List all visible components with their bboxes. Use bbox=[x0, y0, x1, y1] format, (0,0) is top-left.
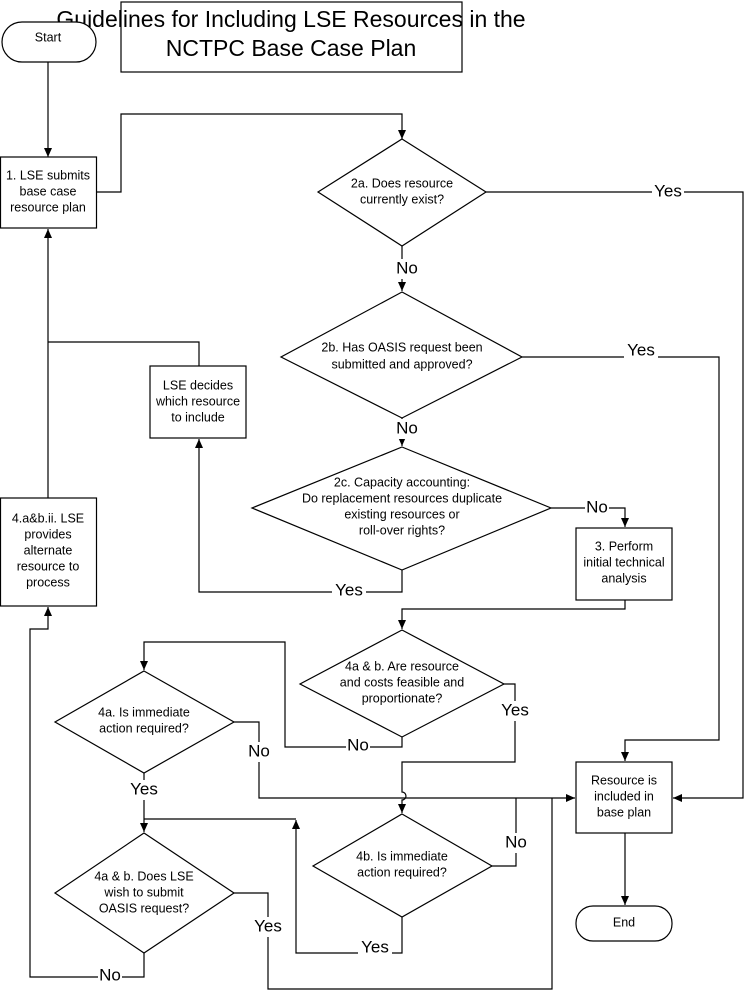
end-label: End bbox=[613, 915, 635, 929]
node-text: action required? bbox=[357, 865, 447, 879]
node-text: alternate bbox=[24, 543, 73, 557]
node-text: 4b. Is immediate bbox=[356, 849, 448, 863]
label-q4ab-oasis-no: No bbox=[99, 965, 121, 984]
node-lse-decides: LSE decides which resource to include bbox=[149, 365, 247, 439]
node-text: to include bbox=[171, 410, 225, 424]
label-q2b-yes: Yes bbox=[627, 340, 655, 359]
label-q4ab-no: No bbox=[347, 735, 369, 754]
label-q4b-no: No bbox=[505, 832, 527, 851]
label-q4b-yes: Yes bbox=[361, 937, 389, 956]
node-text: base plan bbox=[597, 805, 651, 819]
start-label: Start bbox=[35, 30, 62, 44]
label-q4a-no: No bbox=[248, 741, 270, 760]
node-text: 4a & b. Are resource bbox=[345, 659, 459, 673]
node-text: proportionate? bbox=[362, 691, 443, 705]
node-text: 2a. Does resource bbox=[351, 176, 453, 190]
node-text: Do replacement resources duplicate bbox=[302, 491, 502, 505]
edge-q2a-yes bbox=[486, 191, 744, 802]
node-text: analysis bbox=[601, 571, 646, 585]
edge-q2c-yes bbox=[195, 439, 403, 593]
node-text: wish to submit bbox=[103, 885, 184, 899]
node-text: resource to bbox=[17, 559, 80, 573]
node-text: OASIS request? bbox=[99, 901, 189, 915]
edge-q2c-no bbox=[551, 507, 629, 527]
node-text: provides bbox=[24, 527, 71, 541]
node-q2a: 2a. Does resource currently exist? bbox=[316, 138, 488, 247]
node-text: 2c. Capacity accounting: bbox=[334, 475, 470, 489]
node-text: resource plan bbox=[10, 200, 86, 214]
node-text: 4.a&b.ii. LSE bbox=[12, 511, 84, 525]
node-q4ab: 4a & b. Are resource and costs feasible … bbox=[298, 629, 506, 738]
node-text: 2b. Has OASIS request been bbox=[321, 340, 482, 354]
node-text: 4a. Is immediate bbox=[98, 705, 190, 719]
edge-q4b-yes bbox=[292, 820, 403, 954]
label-q4a-yes: Yes bbox=[130, 779, 158, 798]
node-q2c: 2c. Capacity accounting: Do replacement … bbox=[250, 446, 553, 571]
node-text: submitted and approved? bbox=[331, 357, 472, 371]
node-q4b: 4b. Is immediate action required? bbox=[311, 813, 494, 918]
node-step1: 1. LSE submits base case resource plan bbox=[0, 156, 98, 229]
edge-q4ab-yes bbox=[398, 683, 516, 813]
node-text: 1. LSE submits bbox=[6, 168, 90, 182]
edge-step3-q4ab bbox=[398, 600, 626, 629]
title-line-1: Guidelines for Including LSE Resources i… bbox=[56, 6, 525, 32]
label-q4ab-oasis-yes: Yes bbox=[254, 916, 282, 935]
node-text: 3. Perform bbox=[595, 539, 653, 553]
node-q4a: 4a. Is immediate action required? bbox=[53, 670, 236, 774]
node-q4ab-oasis: 4a & b. Does LSE wish to submit OASIS re… bbox=[53, 832, 236, 954]
label-q4ab-yes: Yes bbox=[501, 700, 529, 719]
node-q2b: 2b. Has OASIS request been submitted and… bbox=[279, 291, 524, 419]
node-text: 4a & b. Does LSE bbox=[94, 869, 193, 883]
node-text: and costs feasible and bbox=[340, 675, 464, 689]
node-text: base case bbox=[20, 184, 77, 198]
edge-labels: Yes No Yes No No Yes Yes No No Yes No Ye… bbox=[98, 181, 684, 987]
node-text: action required? bbox=[99, 721, 189, 735]
node-text: initial technical bbox=[583, 555, 664, 569]
title-box: Guidelines for Including LSE Resources i… bbox=[56, 1, 526, 73]
label-q2c-no: No bbox=[586, 497, 608, 516]
node-text: Resource is bbox=[591, 773, 657, 787]
title-line-2: NCTPC Base Case Plan bbox=[166, 35, 417, 61]
edge-q4b-no bbox=[492, 798, 517, 867]
node-alternate-resource: 4.a&b.ii. LSE provides alternate resourc… bbox=[0, 497, 98, 607]
node-text: roll-over rights? bbox=[359, 523, 445, 537]
edge-q4ab-no bbox=[140, 641, 403, 748]
node-text: currently exist? bbox=[360, 192, 444, 206]
edge-step1-q2a bbox=[96, 113, 406, 193]
node-text: included in bbox=[594, 789, 654, 803]
node-text: existing resources or bbox=[344, 507, 459, 521]
node-start: Start bbox=[1, 21, 97, 63]
edge-q4ab-oasis-no bbox=[29, 607, 145, 978]
node-text: process bbox=[26, 575, 70, 589]
label-q2a-no: No bbox=[396, 258, 418, 277]
node-text: which resource bbox=[155, 394, 240, 408]
edge-lse-decides-step1 bbox=[48, 341, 200, 366]
node-included: Resource is included in base plan bbox=[575, 761, 673, 834]
node-step3: 3. Perform initial technical analysis bbox=[575, 527, 673, 601]
node-end: End bbox=[575, 905, 673, 942]
label-q2b-no: No bbox=[396, 418, 418, 437]
label-q2c-yes: Yes bbox=[335, 580, 363, 599]
label-q2a-yes: Yes bbox=[654, 181, 682, 200]
node-text: LSE decides bbox=[163, 378, 233, 392]
edge-q4ab-oasis-yes bbox=[234, 798, 553, 990]
